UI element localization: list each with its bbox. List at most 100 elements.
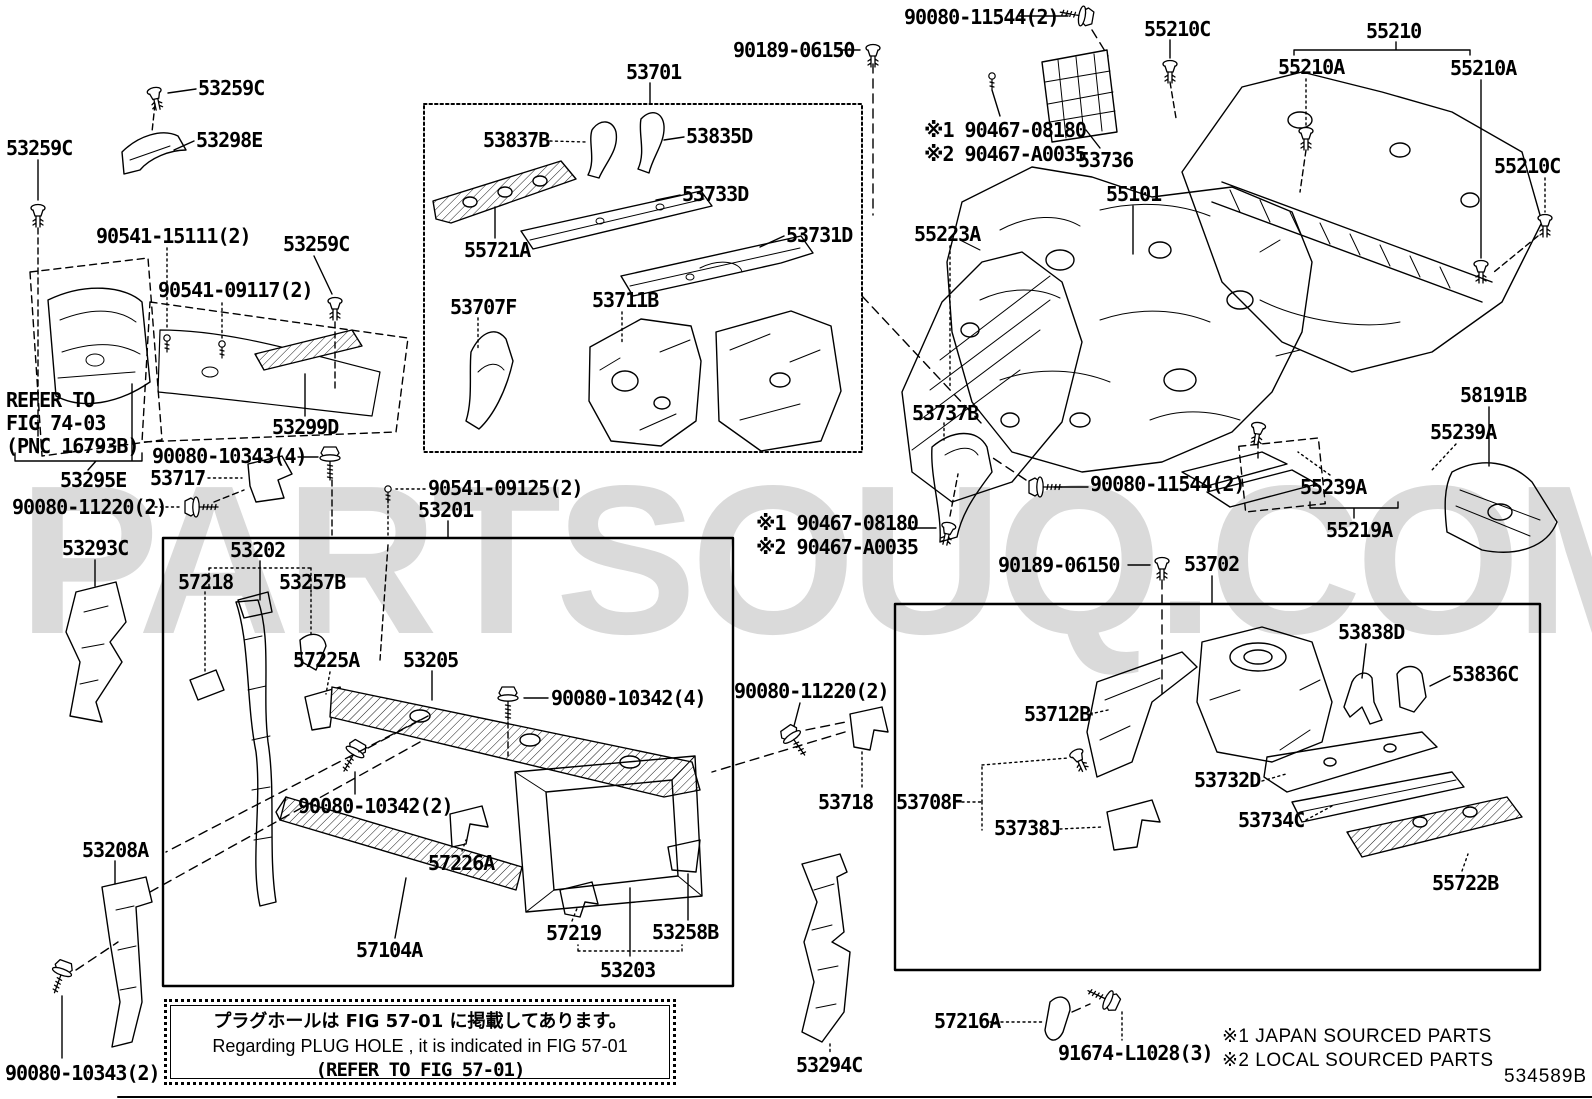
label-53702[interactable]: 53702 xyxy=(1184,552,1240,576)
plug-hole-note-inner: プラグホールは FIG 57-01 に掲載してあります。 Regarding P… xyxy=(170,1005,670,1081)
label-53259C[interactable]: 53259C xyxy=(198,76,265,100)
note-line-japanese: プラグホールは FIG 57-01 に掲載してあります。 xyxy=(213,1011,627,1032)
label-53259C[interactable]: 53259C xyxy=(6,136,73,160)
label-53731D[interactable]: 53731D xyxy=(786,223,853,247)
label-53733D[interactable]: 53733D xyxy=(682,182,749,206)
label-53707F[interactable]: 53707F xyxy=(450,295,517,319)
note-line-english: Regarding PLUG HOLE , it is indicated in… xyxy=(212,1036,628,1056)
label-57104A[interactable]: 57104A xyxy=(356,938,423,962)
label-FIG-74-03: FIG 74-03 xyxy=(6,411,106,435)
label-55210A[interactable]: 55210A xyxy=(1450,56,1517,80)
part-57216a-hook xyxy=(1044,996,1071,1041)
label-53208A[interactable]: 53208A xyxy=(82,838,149,862)
part-57219 xyxy=(559,881,599,918)
label-53259C[interactable]: 53259C xyxy=(283,232,350,256)
label-53298E[interactable]: 53298E xyxy=(196,128,263,152)
label-55239A[interactable]: 55239A xyxy=(1300,475,1367,499)
label--1-90467-08180[interactable]: ※1 90467-08180 xyxy=(924,118,1087,142)
part-53294c-duct xyxy=(801,853,851,1043)
label-90080-11220-2-[interactable]: 90080-11220(2) xyxy=(734,679,890,703)
label-90080-11220-2-[interactable]: 90080-11220(2) xyxy=(12,495,168,519)
label-53203[interactable]: 53203 xyxy=(600,958,656,982)
plug-hole-note-box: プラグホールは FIG 57-01 に掲載してあります。 Regarding P… xyxy=(164,999,676,1085)
label--2-LOCAL-SOURCED-PARTS: ※2 LOCAL SOURCED PARTS xyxy=(1222,1050,1494,1071)
label-53258B[interactable]: 53258B xyxy=(652,920,719,944)
part-53718-bracket xyxy=(849,706,889,751)
label-53736[interactable]: 53736 xyxy=(1078,148,1134,172)
part-53258b xyxy=(667,839,701,873)
part-53712b-apron xyxy=(1086,651,1198,778)
label-90541-15111-2-[interactable]: 90541-15111(2) xyxy=(96,224,252,248)
label-55210C[interactable]: 55210C xyxy=(1494,154,1561,178)
part-55239a-braces xyxy=(1181,420,1326,513)
label-55210A[interactable]: 55210A xyxy=(1278,55,1345,79)
label-55223A[interactable]: 55223A xyxy=(914,222,981,246)
label-53836C[interactable]: 53836C xyxy=(1452,662,1519,686)
label-53295E[interactable]: 53295E xyxy=(60,468,127,492)
label-53732D[interactable]: 53732D xyxy=(1194,768,1261,792)
label-57226A[interactable]: 57226A xyxy=(428,851,495,875)
label--2-90467-A0035[interactable]: ※2 90467-A0035 xyxy=(756,535,919,559)
part-53298e-bracket xyxy=(121,132,187,175)
part-57218 xyxy=(189,669,225,701)
label-57218[interactable]: 57218 xyxy=(178,570,234,594)
label-53738J[interactable]: 53738J xyxy=(994,816,1061,840)
part-53707f-gusset xyxy=(465,331,514,430)
label-90541-09125-2-[interactable]: 90541-09125(2) xyxy=(428,476,584,500)
part-53838d-fork xyxy=(1343,672,1383,725)
part-58191b-cover xyxy=(1444,462,1558,553)
label-55210[interactable]: 55210 xyxy=(1366,19,1422,43)
label-57216A[interactable]: 57216A xyxy=(934,1009,1001,1033)
part-53837b-hook xyxy=(587,121,618,179)
label-90080-10342-4-[interactable]: 90080-10342(4) xyxy=(551,686,707,710)
label-90080-11544-2-[interactable]: 90080-11544(2) xyxy=(904,5,1060,29)
label-53299D[interactable]: 53299D xyxy=(272,415,339,439)
label-53202[interactable]: 53202 xyxy=(230,538,286,562)
label-REFER-TO: REFER TO xyxy=(6,388,95,412)
label-53835D[interactable]: 53835D xyxy=(686,124,753,148)
label-57225A[interactable]: 57225A xyxy=(293,648,360,672)
label-53293C[interactable]: 53293C xyxy=(62,536,129,560)
label-90080-10343-4-[interactable]: 90080-10343(4) xyxy=(152,444,308,468)
part-radiator-lower-frame xyxy=(514,755,703,913)
label-90541-09117-2-[interactable]: 90541-09117(2) xyxy=(158,278,314,302)
label-534589B: 534589B xyxy=(1504,1066,1588,1087)
label-53712B[interactable]: 53712B xyxy=(1024,702,1091,726)
label-91674-L1028-3-[interactable]: 91674-L1028(3) xyxy=(1058,1041,1214,1065)
part-57226a xyxy=(449,805,489,848)
label-55101[interactable]: 55101 xyxy=(1106,182,1162,206)
note-line-refer: (REFER TO FIG 57-01) xyxy=(315,1059,526,1081)
label-55210C[interactable]: 55210C xyxy=(1144,17,1211,41)
label-90189-06150[interactable]: 90189-06150 xyxy=(998,553,1120,577)
label-53717[interactable]: 53717 xyxy=(150,466,206,490)
label-53701[interactable]: 53701 xyxy=(626,60,682,84)
label-53734C[interactable]: 53734C xyxy=(1238,808,1305,832)
label-55722B[interactable]: 55722B xyxy=(1432,871,1499,895)
label--2-90467-A0035[interactable]: ※2 90467-A0035 xyxy=(924,142,1087,166)
label-90080-11544-2-[interactable]: 90080-11544(2) xyxy=(1090,472,1246,496)
label-53708F[interactable]: 53708F xyxy=(896,790,963,814)
label-55721A[interactable]: 55721A xyxy=(464,238,531,262)
label-53737B[interactable]: 53737B xyxy=(912,401,979,425)
part-wheelhouse-assembly xyxy=(1196,626,1333,763)
label-53201[interactable]: 53201 xyxy=(418,498,474,522)
label-55219A[interactable]: 55219A xyxy=(1326,518,1393,542)
label-58191B[interactable]: 58191B xyxy=(1460,383,1527,407)
label-53711B[interactable]: 53711B xyxy=(592,288,659,312)
label-53718[interactable]: 53718 xyxy=(818,790,874,814)
label-90080-10343-2-[interactable]: 90080-10343(2) xyxy=(5,1061,161,1085)
label-53257B[interactable]: 53257B xyxy=(279,570,346,594)
label-57219[interactable]: 57219 xyxy=(546,921,602,945)
label-53205[interactable]: 53205 xyxy=(403,648,459,672)
label-55239A[interactable]: 55239A xyxy=(1430,420,1497,444)
part-55223a-insulator xyxy=(901,251,1083,503)
label-53837B[interactable]: 53837B xyxy=(483,128,550,152)
label-53838D[interactable]: 53838D xyxy=(1338,620,1405,644)
label-90189-06150[interactable]: 90189-06150 xyxy=(733,38,855,62)
label-90080-10342-2-[interactable]: 90080-10342(2) xyxy=(298,794,454,818)
label-53294C[interactable]: 53294C xyxy=(796,1053,863,1077)
part-53257b xyxy=(299,633,327,671)
label--1-90467-08180[interactable]: ※1 90467-08180 xyxy=(756,511,919,535)
